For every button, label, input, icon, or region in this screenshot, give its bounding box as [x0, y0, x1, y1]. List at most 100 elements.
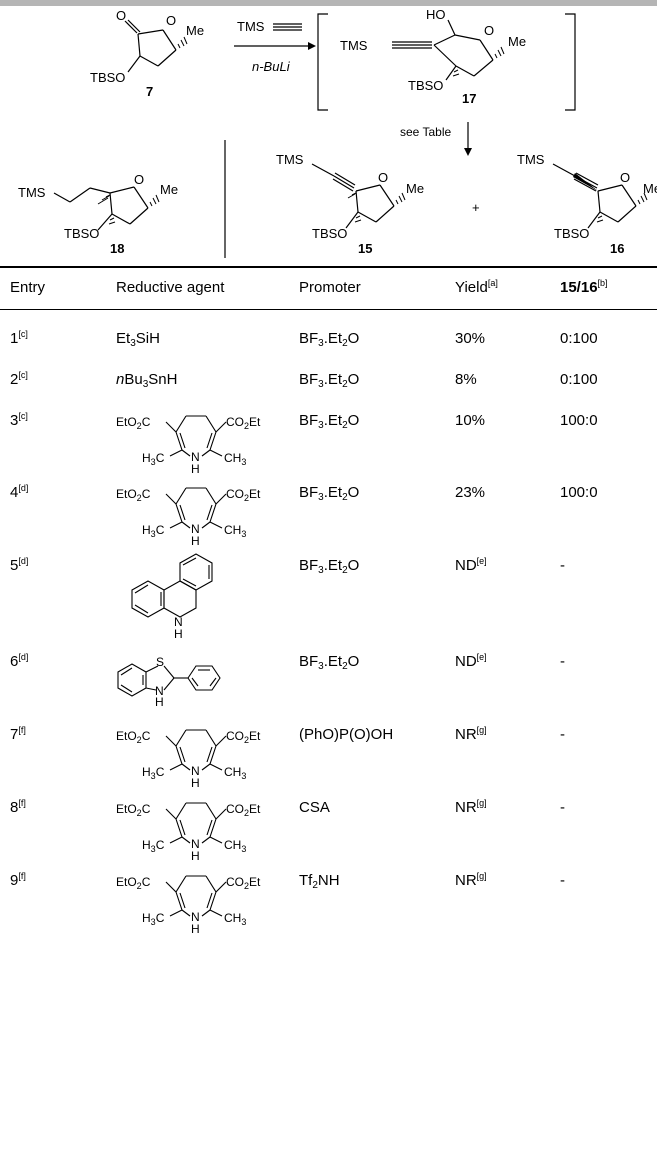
svg-text:N: N — [191, 522, 200, 536]
svg-text:.: . — [176, 611, 179, 625]
svg-text:CH3: CH3 — [224, 765, 246, 781]
c17-ho: HO — [426, 7, 446, 22]
row-9-promoter: Tf2NH — [299, 872, 340, 891]
compound-15-structure — [311, 163, 395, 229]
row-2-promoter: BF3.Et2O — [299, 371, 360, 390]
row-3-yield: 10% — [455, 412, 486, 429]
row-8-entry: 8[f] — [10, 798, 26, 817]
row-5-entry: 5[d] — [10, 556, 29, 575]
row-9-hantzsch-ester-structure: EtO2C CO2Et H3C CH3 N H — [116, 875, 261, 936]
row-4-yield: 23% — [455, 484, 486, 501]
c17-tms: TMS — [340, 38, 368, 53]
row-4-ratio: 100:0 — [560, 484, 598, 501]
row-5-promoter: BF3.Et2O — [299, 557, 360, 576]
svg-text:H3C: H3C — [142, 523, 165, 539]
row-8-hantzsch-ester-structure: EtO2C CO2Et H3C CH3 N H — [116, 802, 261, 863]
row-5-yield: ND[e] — [455, 556, 487, 575]
row-4-promoter: BF3.Et2O — [299, 484, 360, 503]
row-2-agent: nBu3SnH — [116, 371, 178, 390]
c15-tbso: TBSO — [312, 226, 347, 241]
svg-text:H3C: H3C — [142, 838, 165, 854]
row-6-entry: 6[d] — [10, 652, 29, 671]
c16-ring-o: O — [620, 170, 630, 185]
svg-text:EtO2C: EtO2C — [116, 802, 151, 818]
row-6-ratio: - — [560, 653, 565, 670]
row-9-ratio: - — [560, 872, 565, 889]
top-rule — [0, 0, 657, 6]
compound-label-18: 18 — [110, 241, 124, 256]
c15-me: Me — [406, 181, 424, 196]
svg-text:H: H — [191, 462, 200, 476]
header-entry: Entry — [10, 279, 46, 296]
c18-ring-o: O — [134, 172, 144, 187]
row-3-hantzsch-ester-structure: EtO2C CO2Et H3C CH3 N H — [116, 415, 261, 476]
svg-text:H: H — [191, 849, 200, 863]
svg-text:N: N — [155, 684, 164, 698]
row-7-hantzsch-ester-structure: EtO2C CO2Et H3C CH3 N H — [116, 729, 261, 790]
row-5-ratio: - — [560, 557, 565, 574]
row-3-entry: 3[c] — [10, 411, 28, 430]
svg-text:CH3: CH3 — [224, 911, 246, 927]
c7-ring-o: O — [166, 13, 176, 28]
svg-text:CO2Et: CO2Et — [226, 729, 261, 745]
svg-text:H: H — [191, 534, 200, 548]
c18-tbso: TBSO — [64, 226, 99, 241]
row-7-promoter: (PhO)P(O)OH — [299, 726, 394, 743]
svg-text:EtO2C: EtO2C — [116, 487, 151, 503]
header-reductive-agent: Reductive agent — [116, 279, 225, 296]
reagent-tms: TMS — [237, 19, 265, 34]
c16-tbso: TBSO — [554, 226, 589, 241]
compound-label-16: 16 — [610, 241, 624, 256]
svg-text:N: N — [191, 910, 200, 924]
svg-text:CO2Et: CO2Et — [226, 802, 261, 818]
row-9-entry: 9[f] — [10, 871, 26, 890]
row-1-ratio: 0:100 — [560, 330, 598, 347]
row-8-promoter: CSA — [299, 799, 330, 816]
table-rule-header — [0, 309, 657, 310]
row-4-hantzsch-ester-structure: EtO2C CO2Et H3C CH3 N H — [116, 487, 261, 548]
svg-text:H3C: H3C — [142, 451, 165, 467]
row-7-entry: 7[f] — [10, 725, 26, 744]
c7-carbonyl-o: O — [116, 8, 126, 23]
header-ratio: 15/16[b] — [560, 278, 608, 297]
c7-tbso: TBSO — [90, 70, 125, 85]
table-rule-top — [0, 266, 657, 268]
svg-text:EtO2C: EtO2C — [116, 729, 151, 745]
svg-text:N: N — [174, 615, 183, 629]
svg-text:H: H — [155, 695, 164, 708]
svg-text:H3C: H3C — [142, 911, 165, 927]
svg-text:CH3: CH3 — [224, 523, 246, 539]
row-1-entry: 1[c] — [10, 329, 28, 348]
see-table-label: see Table — [400, 125, 451, 139]
compound-17-structure — [392, 19, 494, 81]
c18-tms: TMS — [18, 185, 46, 200]
row-6-benzothiazoline-structure: S N H — [117, 655, 221, 708]
svg-text:CO2Et: CO2Et — [226, 875, 261, 891]
svg-text:N: N — [191, 837, 200, 851]
row-8-yield: NR[g] — [455, 798, 487, 817]
svg-text:CH3: CH3 — [224, 838, 246, 854]
svg-text:EtO2C: EtO2C — [116, 415, 151, 431]
row-6-yield: ND[e] — [455, 652, 487, 671]
svg-text:H: H — [191, 776, 200, 790]
c15-tms: TMS — [276, 152, 304, 167]
row-8-ratio: - — [560, 799, 565, 816]
c17-ring-o: O — [484, 23, 494, 38]
c17-tbso: TBSO — [408, 78, 443, 93]
compound-7-structure — [124, 19, 177, 73]
row-1-agent: Et3SiH — [116, 330, 160, 349]
svg-text:S: S — [156, 655, 164, 669]
c18-me: Me — [160, 182, 178, 197]
svg-text:H: H — [174, 627, 183, 641]
row-3-promoter: BF3.Et2O — [299, 412, 360, 431]
row-5-dihydrophenanthridine-structure: . N H — [131, 553, 213, 641]
row-2-ratio: 0:100 — [560, 371, 598, 388]
reaction-scheme: O O Me TBSO 7 TMS n-BuLi TMS HO O Me TBS… — [18, 7, 657, 258]
svg-text:CO2Et: CO2Et — [226, 487, 261, 503]
compound-label-15: 15 — [358, 241, 372, 256]
header-promoter: Promoter — [299, 279, 361, 296]
c16-tms: TMS — [517, 152, 545, 167]
row-7-yield: NR[g] — [455, 725, 487, 744]
plus-sign: + — [472, 200, 480, 215]
reagent-nbuli: n-BuLi — [252, 59, 291, 74]
